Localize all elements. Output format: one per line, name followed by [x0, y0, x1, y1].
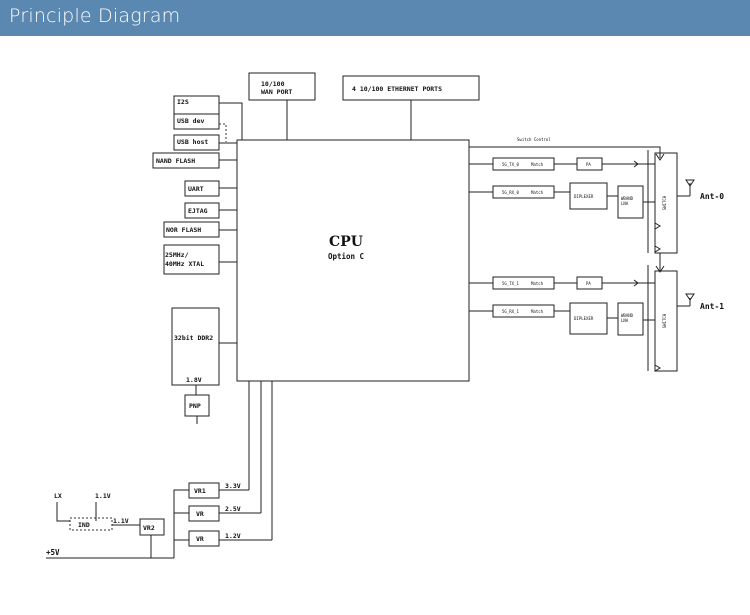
- nand-label: NAND FLASH: [156, 157, 195, 165]
- pa0-label: PA: [586, 162, 591, 167]
- vr2-block: [139, 518, 165, 536]
- ethernet-label: 4 10/100 ETHERNET PORTS: [352, 85, 442, 93]
- ejtag-block: EJTAG: [184, 202, 237, 219]
- wan-port-block: 10/100 WAN PORT: [248, 72, 316, 140]
- switch1-block: [654, 270, 678, 372]
- ddr-label: 32bit DDR2: [174, 334, 213, 342]
- diplexer0-label: DIPLEXER: [574, 194, 594, 199]
- rail-1v2: 1.2V: [225, 532, 241, 540]
- vr-b-label: VR: [196, 535, 204, 543]
- pa1-label: PA: [586, 281, 591, 286]
- usb-host-label: USB host: [177, 138, 208, 146]
- lx-label: LX: [54, 492, 62, 500]
- cpu-title: CPU: [329, 234, 363, 250]
- lna1-label-2: LNA: [621, 318, 629, 323]
- rx0-label: 5G_RX_0: [502, 190, 519, 195]
- switch0-block: [654, 152, 678, 254]
- cpu-block: CPU Option C: [236, 139, 470, 382]
- switch0-label: SWITCH: [662, 195, 667, 210]
- page-title: Principle Diagram: [9, 5, 181, 27]
- ant0-label: Ant-0: [700, 192, 724, 201]
- tx0-match: Match: [531, 162, 544, 167]
- power-section: VR1 3.3V VR 2.5V VR 1.2V VR2 +5V LX 1.1V…: [46, 381, 273, 559]
- lna0-label-1: WBAND: [621, 196, 634, 201]
- ddr2-block: 32bit DDR2 1.8V: [171, 307, 237, 395]
- lna1-block: [617, 302, 644, 336]
- v11-label: 1.1V: [95, 492, 111, 500]
- lna0-label-2: LNA: [621, 201, 629, 206]
- inductor-block: [69, 517, 113, 531]
- wan-label-1: 10/100: [261, 80, 285, 88]
- ind-label: IND: [78, 521, 90, 529]
- i2s-label: I2S: [177, 98, 189, 106]
- vr2-label: VR2: [143, 524, 155, 532]
- nor-label: NOR FLASH: [166, 226, 201, 234]
- tx1-match: Match: [531, 281, 544, 286]
- vr-a-block: [188, 505, 220, 522]
- xtal-label-1: 25MHz/: [165, 251, 189, 259]
- vr1-label: VR1: [194, 487, 206, 495]
- rx1-match: Match: [531, 309, 544, 314]
- section-header: Principle Diagram: [0, 0, 750, 36]
- nor-flash-block: NOR FLASH: [163, 221, 237, 238]
- input-5v: +5V: [46, 548, 60, 557]
- v11-out-label: 1.1V: [113, 517, 129, 525]
- xtal-label-2: 40MHz XTAL: [165, 260, 204, 268]
- rx1-label: 5G_RX_1: [502, 309, 519, 314]
- ejtag-label: EJTAG: [188, 207, 208, 215]
- ethernet-ports-block: 4 10/100 ETHERNET PORTS: [342, 75, 480, 140]
- usb-dev-label: USB dev: [177, 117, 204, 125]
- pnp-label: PNP: [189, 402, 201, 410]
- wan-label-2: WAN PORT: [261, 88, 292, 96]
- vr-a-label: VR: [196, 510, 204, 518]
- vr-b-block: [188, 530, 220, 547]
- uart-label: UART: [188, 185, 204, 193]
- uart-block: UART: [184, 180, 237, 197]
- ddr-voltage: 1.8V: [186, 376, 202, 384]
- rail-3v3: 3.3V: [225, 482, 241, 490]
- lna1-label-1: WBAND: [621, 313, 634, 318]
- usb-host-block: USB host: [173, 123, 237, 151]
- ant1-label: Ant-1: [700, 302, 724, 311]
- tx1-label: 5G_TX_1: [502, 281, 519, 286]
- xtal-block: 25MHz/ 40MHz XTAL: [163, 244, 237, 275]
- switch1-label: SWITCH: [662, 313, 667, 328]
- nand-flash-block: NAND FLASH: [152, 152, 237, 169]
- rail-2v5: 2.5V: [225, 505, 241, 513]
- cpu-subtitle: Option C: [328, 252, 364, 261]
- rx0-match: Match: [531, 190, 544, 195]
- usb-dev-block: USB dev: [173, 113, 220, 130]
- diplexer1-label: DIPLEXER: [574, 316, 594, 321]
- rf-section: Switch Control 5G_TX_0 Match PA 5G_RX_0 …: [469, 137, 724, 372]
- pnp-block: PNP: [184, 394, 210, 424]
- tx0-label: 5G_TX_0: [502, 162, 519, 167]
- switch-control-label: Switch Control: [517, 137, 551, 142]
